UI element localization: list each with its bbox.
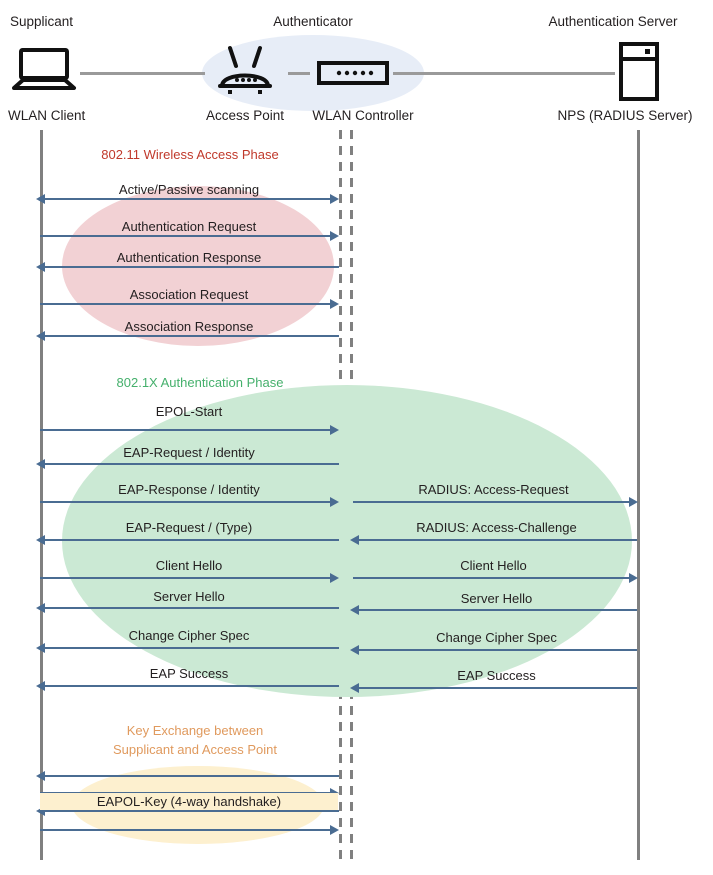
message-line xyxy=(358,609,637,611)
message-label: RADIUS: Access-Challenge xyxy=(416,520,577,535)
message-line xyxy=(353,577,634,579)
arrowhead-left xyxy=(36,603,45,613)
actor-role-authentication-server: Authentication Server xyxy=(548,14,678,29)
lifeline-supplicant xyxy=(40,130,43,860)
message-line xyxy=(44,775,339,777)
message-label: EAP-Request / Identity xyxy=(123,445,255,460)
wire-ap-controller xyxy=(288,72,310,75)
actor-device-access-point: Access Point xyxy=(205,108,285,123)
arrowhead-right xyxy=(629,573,638,583)
message-label: EAP-Request / (Type) xyxy=(125,520,253,535)
message-line xyxy=(44,647,339,649)
wire-controller-server xyxy=(393,72,615,75)
server-icon xyxy=(618,42,662,107)
message-label: Authentication Request xyxy=(121,219,257,234)
message-label: EPOL-Start xyxy=(155,404,223,419)
access-point-icon xyxy=(214,44,276,101)
message-line xyxy=(40,303,337,305)
arrowhead-right xyxy=(330,299,339,309)
phase-label-dot1x: 802.1X Authentication Phase xyxy=(116,375,284,390)
arrowhead-left xyxy=(36,535,45,545)
arrowhead-left xyxy=(350,535,359,545)
arrowhead-right xyxy=(330,425,339,435)
message-label: Association Response xyxy=(124,319,254,334)
message-label: EAP-Response / Identity xyxy=(118,482,260,497)
actor-device-wlan-client: WLAN Client xyxy=(8,108,86,123)
actor-device-nps-radius-server: NPS (RADIUS Server) xyxy=(557,108,693,123)
message-label: Change Cipher Spec xyxy=(436,630,557,645)
message-line xyxy=(40,429,337,431)
arrowhead-left xyxy=(350,645,359,655)
arrowhead-left xyxy=(36,771,45,781)
wire-client-ap xyxy=(80,72,205,75)
message-line xyxy=(44,685,339,687)
arrowhead-right xyxy=(330,231,339,241)
arrowhead-left xyxy=(350,683,359,693)
arrowhead-right xyxy=(330,825,339,835)
message-line xyxy=(44,539,339,541)
arrowhead-left xyxy=(36,194,45,204)
arrowhead-left xyxy=(36,643,45,653)
message-line xyxy=(40,577,337,579)
actor-role-authenticator: Authenticator xyxy=(273,14,353,29)
arrowhead-right xyxy=(330,497,339,507)
laptop-icon xyxy=(12,48,80,97)
arrowhead-right xyxy=(629,497,638,507)
arrowhead-left xyxy=(36,262,45,272)
message-label: Active/Passive scanning xyxy=(118,182,260,197)
message-label: RADIUS: Access-Request xyxy=(418,482,569,497)
message-label: Server Hello xyxy=(153,589,225,604)
message-label-eapol-key: EAPOL-Key (4-way handshake) xyxy=(40,793,338,810)
message-label: Client Hello xyxy=(155,558,223,573)
arrowhead-right xyxy=(330,573,339,583)
message-line xyxy=(358,687,637,689)
message-line xyxy=(358,539,637,541)
message-line xyxy=(44,266,339,268)
message-label: Server Hello xyxy=(460,591,533,606)
arrowhead-left xyxy=(36,681,45,691)
message-line xyxy=(44,198,337,200)
message-label: Client Hello xyxy=(460,558,527,573)
message-line xyxy=(40,501,337,503)
actor-role-supplicant: Supplicant xyxy=(10,14,74,29)
message-label: Change Cipher Spec xyxy=(128,628,250,643)
phase-label-key-exchange-line1: Key Exchange between xyxy=(126,723,264,738)
arrowhead-left xyxy=(350,605,359,615)
arrowhead-left xyxy=(36,331,45,341)
message-label: Association Request xyxy=(129,287,249,302)
arrowhead-left xyxy=(36,806,45,816)
message-line xyxy=(44,463,339,465)
wlan-controller-icon xyxy=(317,60,389,91)
message-line xyxy=(44,810,339,812)
phase-label-key-exchange-line2: Supplicant and Access Point xyxy=(112,742,278,757)
actor-device-wlan-controller: WLAN Controller xyxy=(312,108,414,123)
message-line xyxy=(358,649,637,651)
message-line xyxy=(40,235,337,237)
message-label: EAP Success xyxy=(149,666,229,681)
arrowhead-right xyxy=(330,194,339,204)
phase-label-wireless-access: 802.11 Wireless Access Phase xyxy=(101,147,279,162)
message-line xyxy=(44,607,339,609)
phase-highlight-dot1x xyxy=(62,385,632,697)
message-line xyxy=(40,829,337,831)
message-label: EAP Success xyxy=(457,668,536,683)
arrowhead-left xyxy=(36,459,45,469)
lifeline-authentication-server xyxy=(637,130,640,860)
message-line xyxy=(44,335,339,337)
message-line xyxy=(353,501,634,503)
message-label: Authentication Response xyxy=(116,250,262,265)
